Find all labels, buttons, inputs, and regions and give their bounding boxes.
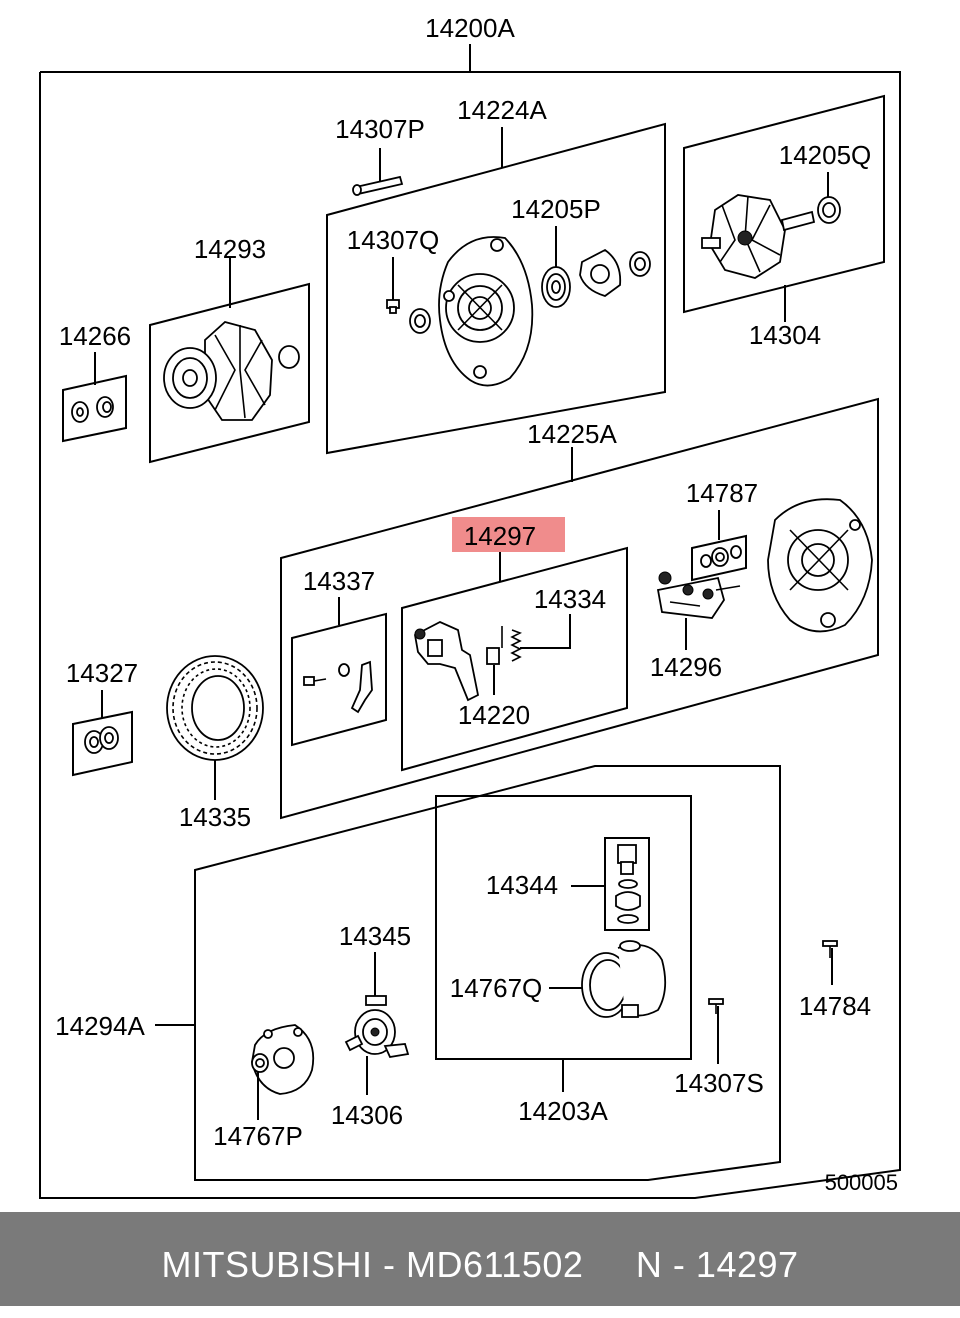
gasket-14345 — [365, 995, 387, 1006]
valve-14344 — [615, 844, 641, 924]
bearing-cover — [629, 251, 651, 277]
stator-14335 — [166, 655, 264, 761]
label-14327[interactable]: 14327 — [66, 658, 138, 688]
front-bracket — [438, 236, 534, 387]
label-14767P[interactable]: 14767P — [213, 1121, 303, 1151]
label-14304[interactable]: 14304 — [749, 320, 821, 350]
spring-14334 — [510, 629, 522, 662]
label-14306[interactable]: 14306 — [331, 1100, 403, 1130]
rotor-14304 — [701, 194, 816, 279]
part-number-caption: MITSUBISHI - MD611502 N - 14297 — [161, 1244, 799, 1285]
screw-14784 — [822, 940, 838, 958]
label-14345[interactable]: 14345 — [339, 921, 411, 951]
screw-14307Q — [386, 299, 400, 314]
label-14266[interactable]: 14266 — [59, 321, 131, 351]
label-14293[interactable]: 14293 — [194, 234, 266, 264]
label-14307Q[interactable]: 14307Q — [347, 225, 440, 255]
seal-ring — [409, 308, 431, 334]
bearing-14327 — [84, 726, 119, 754]
label-14296[interactable]: 14296 — [650, 652, 722, 682]
pump-cover-14767P — [251, 1024, 315, 1095]
label-14220[interactable]: 14220 — [458, 700, 530, 730]
terminal-14337 — [303, 660, 373, 714]
pump-housing-14767Q — [581, 940, 667, 1018]
group-box-14294A — [194, 765, 781, 1181]
rectifier-14296 — [656, 571, 741, 619]
label-14294A[interactable]: 14294A — [55, 1011, 145, 1041]
vacuum-pump-14306 — [344, 1009, 410, 1059]
regulator-14297 — [413, 621, 480, 702]
label-14205P[interactable]: 14205P — [511, 194, 601, 224]
group-box-14304 — [683, 94, 885, 314]
label-14307S[interactable]: 14307S — [674, 1068, 764, 1098]
label-14787[interactable]: 14787 — [686, 478, 758, 508]
group-box-14224A — [326, 122, 666, 455]
group-box-14266 — [62, 374, 127, 443]
group-box-14225A — [280, 397, 879, 820]
label-14297[interactable]: 14297 — [464, 521, 536, 551]
screw-14307S — [708, 998, 724, 1014]
label-14200A[interactable]: 14200A — [425, 13, 515, 43]
assembly-frame — [39, 71, 901, 1199]
label-14203A[interactable]: 14203A — [518, 1096, 608, 1126]
nut-washer-14266 — [71, 396, 114, 423]
highlight-14297 — [452, 517, 565, 552]
pulley-fan-14293 — [163, 321, 300, 421]
bearing-14205P — [541, 266, 571, 308]
label-14337[interactable]: 14337 — [303, 566, 375, 596]
label-14784[interactable]: 14784 — [799, 991, 871, 1021]
leader-14334 — [520, 614, 571, 649]
group-box-14297 — [401, 546, 628, 772]
label-14335[interactable]: 14335 — [179, 802, 251, 832]
label-14334[interactable]: 14334 — [534, 584, 606, 614]
label-14767Q[interactable]: 14767Q — [450, 973, 543, 1003]
footer-bar: MITSUBISHI - MD611502 N - 14297 — [0, 1212, 960, 1306]
insulator-14787 — [700, 545, 742, 568]
diagram-code: 500005 — [825, 1170, 898, 1195]
label-14224A[interactable]: 14224A — [457, 95, 547, 125]
brush-14220 — [486, 626, 503, 665]
parts-diagram: 14200A 14224A 14307P 14307Q 14205P — [39, 13, 901, 1199]
group-box-14787 — [691, 534, 747, 582]
group-box-14293 — [149, 282, 310, 464]
group-box-14337 — [291, 612, 387, 747]
bolt-14307P — [352, 175, 404, 196]
group-box-14203A — [435, 795, 692, 1060]
label-14307P[interactable]: 14307P — [335, 114, 425, 144]
label-14344[interactable]: 14344 — [486, 870, 558, 900]
label-14225A[interactable]: 14225A — [527, 419, 617, 449]
group-box-14327 — [72, 710, 133, 777]
bearing-14205Q — [817, 196, 841, 224]
rear-bracket — [767, 498, 873, 633]
label-14205Q[interactable]: 14205Q — [779, 140, 872, 170]
retainer-plate — [579, 248, 622, 297]
group-box-14344 — [604, 837, 650, 931]
